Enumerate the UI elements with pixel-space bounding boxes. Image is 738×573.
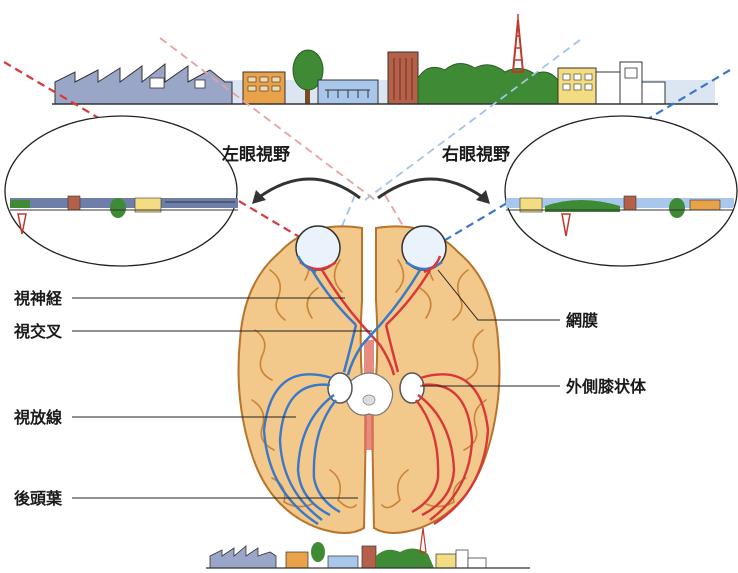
lateral-geniculate-body-label: 外側膝状体 (565, 377, 647, 396)
retina-label: 網膜 (566, 311, 598, 330)
optic-chiasm-label: 視交叉 (13, 322, 63, 341)
right-visual-field-label: 右眼視野 (442, 144, 510, 165)
left-visual-field (5, 116, 238, 266)
left-eye (296, 226, 340, 272)
optic-radiation-label: 視放線 (13, 408, 62, 427)
field-arrows (252, 179, 490, 204)
occipital-lobe-label: 後頭葉 (14, 489, 63, 508)
right-visual-field (505, 116, 737, 266)
right-eye (402, 226, 446, 272)
left-visual-field-label: 左眼視野 (222, 144, 290, 165)
bottom-cityscape (206, 528, 530, 568)
optic-nerve-label: 視神経 (13, 289, 63, 308)
top-cityscape (52, 14, 718, 104)
